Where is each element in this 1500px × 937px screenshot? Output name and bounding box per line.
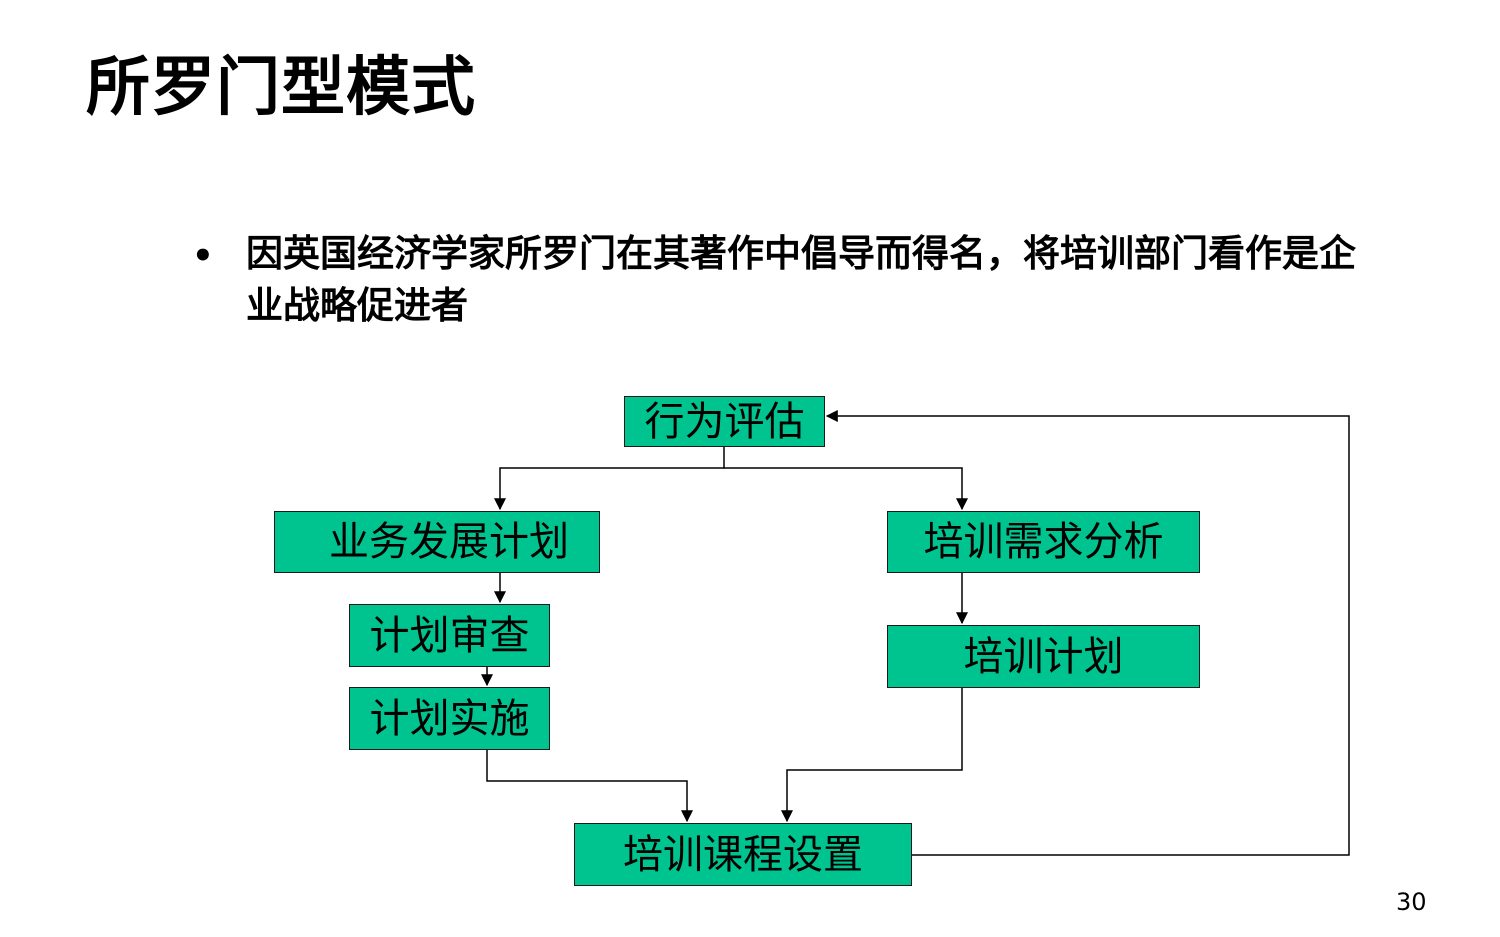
node-business-development-plan: 业务发展计划 <box>274 511 600 573</box>
bullet-text: 因英国经济学家所罗门在其著作中倡导而得名，将培训部门看作是企业战略促进者 <box>246 232 1356 327</box>
slide-title: 所罗门型模式 <box>86 51 476 125</box>
node-plan-implementation-label: 计划实施 <box>369 695 530 742</box>
edge-course-to-eval-feedback <box>825 410 1350 856</box>
node-plan-review-label: 计划审查 <box>369 612 530 659</box>
edge-training-plan-to-course <box>781 688 963 823</box>
node-business-development-plan-label: 业务发展计划 <box>329 519 569 565</box>
node-behavior-evaluation-label: 行为评估 <box>644 398 805 445</box>
node-training-plan-label: 培训计划 <box>963 633 1124 680</box>
node-training-plan: 培训计划 <box>887 625 1200 688</box>
node-training-needs-analysis-label: 培训需求分析 <box>923 519 1164 565</box>
edge-eval-to-business-plan <box>494 447 725 511</box>
bullet-marker: • <box>192 236 214 276</box>
node-plan-review: 计划审查 <box>349 604 550 667</box>
node-plan-implementation: 计划实施 <box>349 687 550 750</box>
edge-implement-to-course <box>486 750 693 823</box>
page-number: 30 <box>1396 888 1427 916</box>
edge-eval-to-needs-analysis <box>724 467 968 511</box>
node-course-setup: 培训课程设置 <box>574 823 912 886</box>
node-training-needs-analysis: 培训需求分析 <box>887 511 1200 573</box>
node-course-setup-label: 培训课程设置 <box>623 831 863 878</box>
node-behavior-evaluation: 行为评估 <box>624 396 825 447</box>
